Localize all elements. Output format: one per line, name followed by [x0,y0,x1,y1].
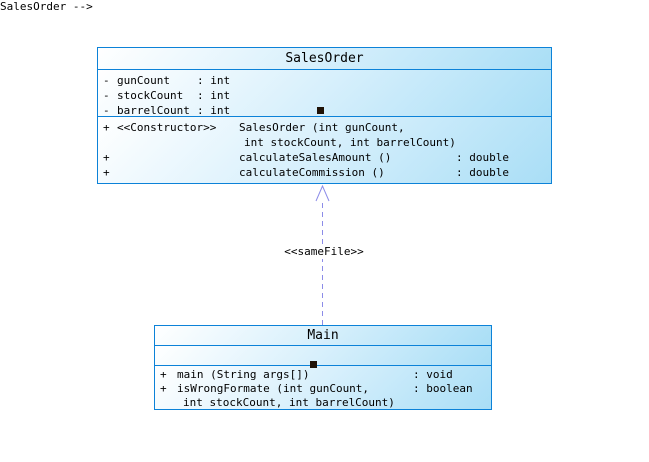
attribute-name: gunCount [117,74,170,87]
class-main-title: Main [155,326,491,346]
method-signature: calculateSalesAmount () [239,151,392,164]
method-signature: main (String args[]) [177,368,310,381]
class-salesorder[interactable]: SalesOrder - gunCount : int - stockCount… [97,47,552,184]
method-signature: isWrongFormate (int gunCount, [177,382,370,395]
class-main-methods: + main (String args[]) : void + isWrongF… [155,366,491,409]
method-signature-continuation: int stockCount, int barrelCount) [183,396,395,409]
method-return-type: : double [456,166,509,179]
visibility-symbol: + [160,368,167,381]
class-main[interactable]: Main + main (String args[]) : void + isW… [154,325,492,410]
class-salesorder-attributes: - gunCount : int - stockCount : int - ba… [98,70,551,117]
dependency-stereotype-label: <<sameFile>> [279,245,369,259]
attribute-row: - gunCount : int [98,73,551,88]
visibility-symbol: + [103,151,110,164]
visibility-symbol: + [160,382,167,395]
visibility-symbol: + [103,121,110,134]
attribute-row: - stockCount : int [98,88,551,103]
attribute-row: - barrelCount : int [98,103,551,117]
attribute-type: : int [197,74,231,87]
method-row: + calculateCommission () : double [98,165,551,180]
attribute-name: stockCount [117,89,184,102]
connector-anchor-handle-main[interactable] [310,361,317,368]
connector-anchor-handle-salesorder[interactable] [317,107,324,114]
method-return-type: : void [413,368,453,381]
attribute-type: : int [197,104,231,117]
class-main-attributes-empty [155,346,491,366]
method-row-continuation: int stockCount, int barrelCount) [98,135,551,150]
method-row-continuation: int stockCount, int barrelCount) [155,396,491,409]
method-stereotype: <<Constructor>> [117,121,217,134]
method-signature: SalesOrder (int gunCount, [239,121,405,134]
attribute-type: : int [197,89,231,102]
method-row: + calculateSalesAmount () : double [98,150,551,165]
visibility-symbol: - [103,89,110,102]
visibility-symbol: - [103,104,110,117]
visibility-symbol: + [103,166,110,179]
method-return-type [456,120,551,135]
method-signature: calculateCommission () [239,166,385,179]
method-row: + main (String args[]) : void [155,368,491,382]
class-salesorder-title: SalesOrder [98,48,551,70]
visibility-symbol: - [103,74,110,87]
method-signature-continuation: int stockCount, int barrelCount) [244,136,456,149]
dependency-arrowhead-icon [315,184,330,202]
class-salesorder-methods: + <<Constructor>> SalesOrder (int gunCou… [98,117,551,183]
method-row: + isWrongFormate (int gunCount, : boolea… [155,382,491,396]
method-row: + <<Constructor>> SalesOrder (int gunCou… [98,120,551,135]
method-return-type: : boolean [413,382,473,395]
attribute-name: barrelCount [117,104,190,117]
method-return-type: : double [456,151,509,164]
